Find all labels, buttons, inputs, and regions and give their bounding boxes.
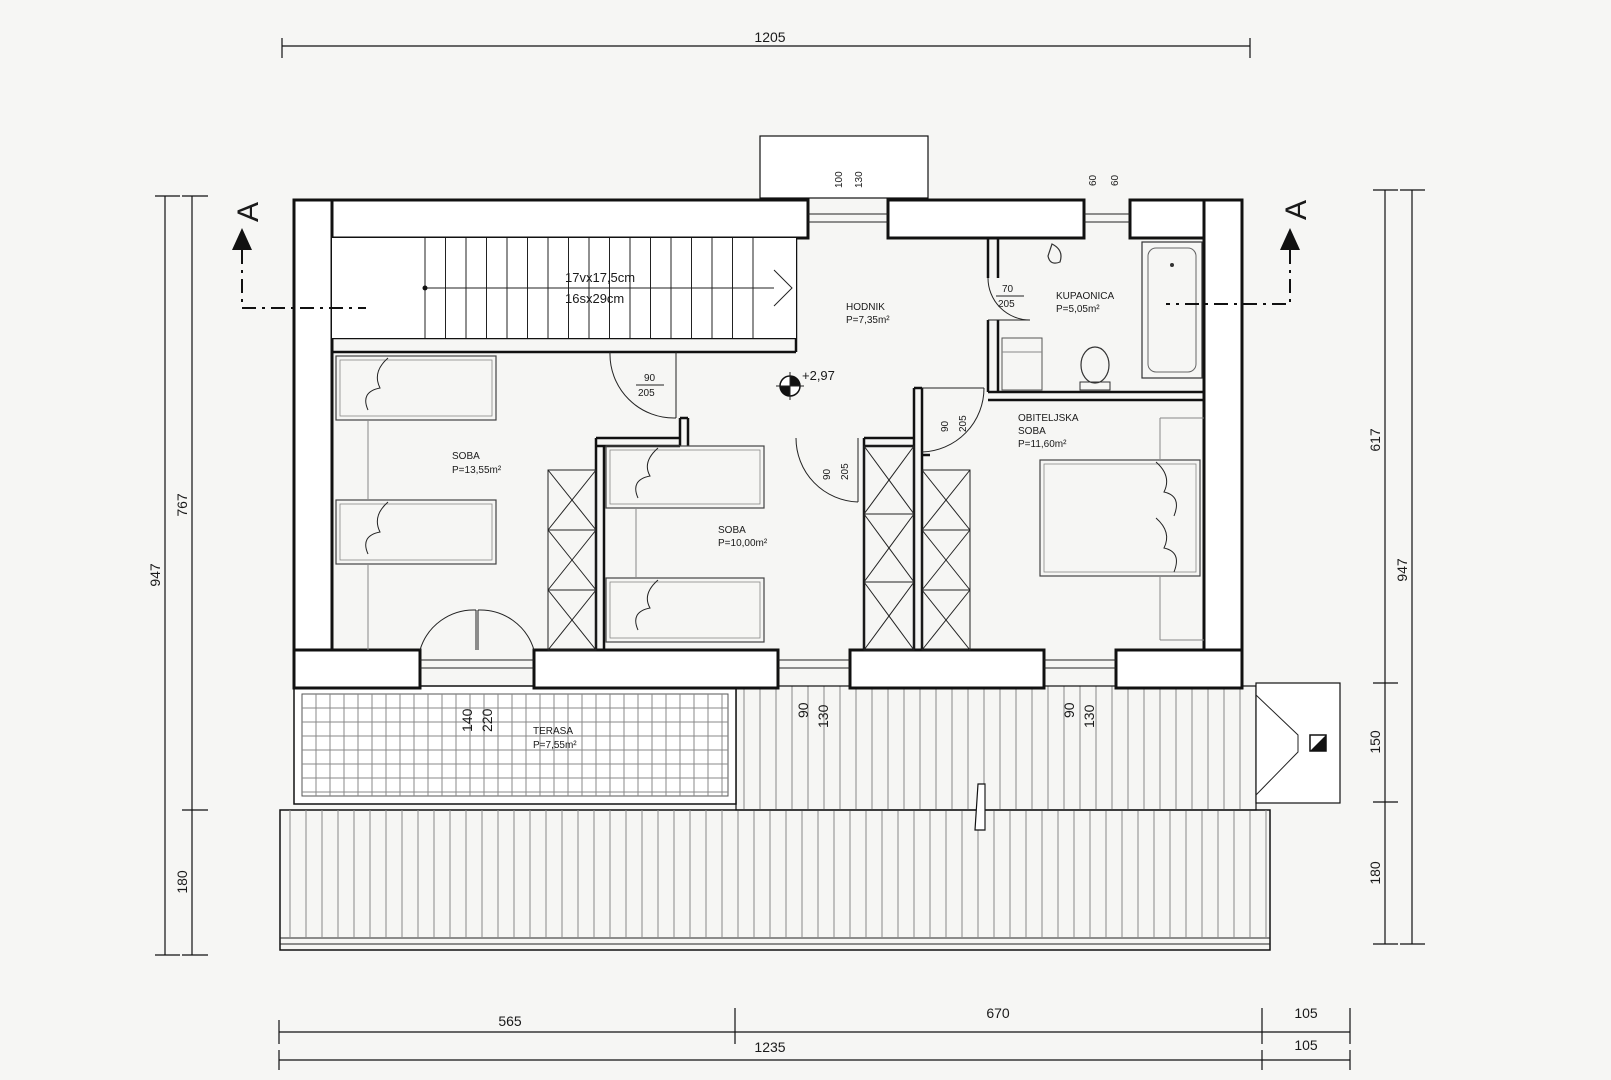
opening-soba1-door-b: 205 <box>638 388 655 399</box>
room-soba2: SOBA P=10,00m² <box>718 525 768 549</box>
dim-right-outer: 947 <box>1394 558 1410 582</box>
dim-bottom-c: 105 <box>1294 1005 1318 1021</box>
opening-bath-door-b: 205 <box>998 299 1015 310</box>
section-label-left: A <box>232 202 265 222</box>
stair-spec-treads: 16sx29cm <box>565 291 624 306</box>
door-swings <box>419 277 1031 651</box>
toilet <box>1080 346 1110 384</box>
room-obiteljska: OBITELJSKA SOBA P=11,60m² <box>1018 413 1079 450</box>
dim-right-upper: 617 <box>1367 428 1383 452</box>
opening-bath-window-a: 60 <box>1088 174 1099 186</box>
section-marker-right: A <box>1166 200 1313 305</box>
room-soba1-name: SOBA <box>452 451 480 462</box>
opening-obit-window-a: 90 <box>1061 702 1077 718</box>
staircase: 17vx17,5cm 16sx29cm <box>332 238 796 338</box>
roof-area <box>279 685 1271 951</box>
dimension-left: 947 767 180 <box>147 195 208 956</box>
section-label-right: A <box>1280 200 1313 220</box>
room-hodnik-name: HODNIK <box>846 302 885 313</box>
room-hodnik: HODNIK P=7,35m² <box>846 302 890 326</box>
room-kupaonica: KUPAONICA P=5,05m² <box>1056 291 1114 315</box>
room-kupaonica-name: KUPAONICA <box>1056 291 1114 302</box>
room-obiteljska-name1: OBITELJSKA <box>1018 413 1079 424</box>
section-marker-left: A <box>232 202 366 309</box>
room-soba2-area: P=10,00m² <box>718 538 768 549</box>
room-obiteljska-name2: SOBA <box>1018 426 1046 437</box>
window-openings <box>420 213 1130 669</box>
bathroom-fixtures <box>1001 241 1203 391</box>
soba1-beds <box>335 355 497 650</box>
opening-bath-door-a: 70 <box>1002 284 1014 295</box>
opening-obit-door-a: 90 <box>940 420 951 432</box>
soba2-beds <box>605 445 765 643</box>
room-hodnik-area: P=7,35m² <box>846 315 890 326</box>
dim-left-inner: 767 <box>174 493 190 517</box>
opening-soba2-door-a: 90 <box>822 468 833 480</box>
opening-terrace-door-a: 140 <box>459 708 475 732</box>
chimney <box>1255 682 1341 804</box>
washbasin-cabinet <box>1001 337 1043 391</box>
dimension-top: 1205 <box>281 29 1251 58</box>
dim-left-outer: 947 <box>147 563 163 587</box>
room-soba2-name: SOBA <box>718 525 746 536</box>
opening-top-window-a: 100 <box>834 171 845 188</box>
stair-spec-risers: 17vx17,5cm <box>565 270 635 285</box>
dimension-bottom: 565 670 105 1235 105 <box>278 1005 1351 1070</box>
opening-obit-window-b: 130 <box>1081 704 1097 728</box>
dim-bottom-c2: 105 <box>1294 1037 1318 1053</box>
level-marker: +2,97 <box>776 368 835 400</box>
dim-bottom-total: 1235 <box>754 1039 785 1055</box>
room-soba1-area: P=13,55m² <box>452 465 502 476</box>
roof-slope-arrow <box>974 783 986 831</box>
terrace <box>293 685 737 805</box>
opening-top-window-b: 130 <box>854 171 865 188</box>
opening-soba2-window-b: 130 <box>815 704 831 728</box>
dimension-right: 617 150 180 947 <box>1367 189 1425 945</box>
opening-labels: 100 130 60 60 70 205 90 205 90 205 90 20… <box>459 171 1121 732</box>
obiteljska-bed <box>1039 417 1204 641</box>
dim-left-bottom: 180 <box>174 870 190 894</box>
dim-bottom-b: 670 <box>986 1005 1010 1021</box>
outer-walls <box>292 198 1244 690</box>
sink <box>1047 243 1062 264</box>
room-kupaonica-area: P=5,05m² <box>1056 304 1100 315</box>
dim-bottom-a: 565 <box>498 1013 522 1029</box>
room-soba1: SOBA P=13,55m² <box>452 451 502 476</box>
opening-bath-window-b: 60 <box>1110 174 1121 186</box>
room-terasa: TERASA P=7,55m² <box>533 726 577 751</box>
opening-terrace-door-b: 220 <box>479 708 495 732</box>
opening-soba2-window-a: 90 <box>795 702 811 718</box>
room-obiteljska-area: P=11,60m² <box>1018 439 1067 450</box>
level-label: +2,97 <box>802 368 835 383</box>
bathtub <box>1141 241 1203 379</box>
room-terasa-area: P=7,55m² <box>533 740 577 751</box>
wardrobes <box>547 445 971 651</box>
opening-soba1-door-a: 90 <box>644 373 656 384</box>
top-window-bay <box>759 135 929 199</box>
dim-right-bottom: 180 <box>1367 861 1383 885</box>
opening-soba2-door-b: 205 <box>840 463 851 480</box>
dim-right-mid: 150 <box>1367 730 1383 754</box>
room-terasa-name: TERASA <box>533 726 573 737</box>
dim-top-label: 1205 <box>754 29 785 45</box>
opening-obit-door-b: 205 <box>958 415 969 432</box>
